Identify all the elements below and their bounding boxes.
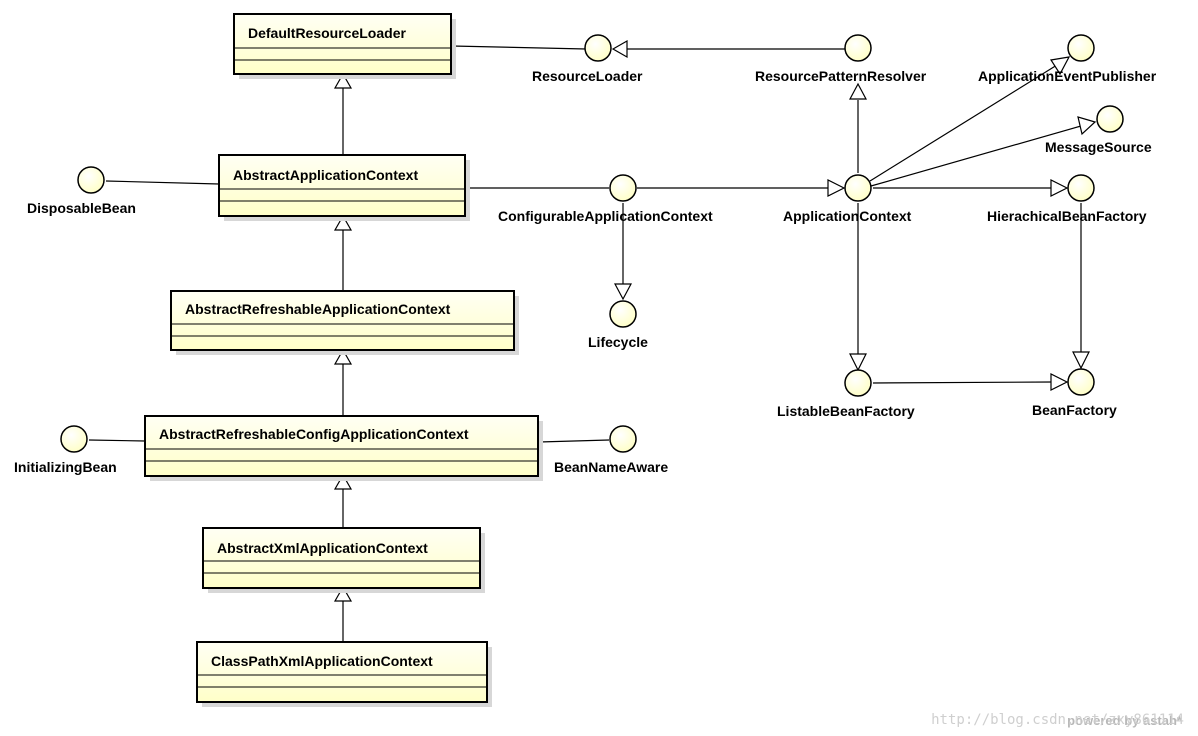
arrowhead-beanfactory-from-listable xyxy=(1050,373,1069,391)
interface-hierachical-bean-factory[interactable]: HierachicalBeanFactory xyxy=(987,174,1147,224)
arrowhead-hierachical xyxy=(1050,179,1069,197)
interface-label: Lifecycle xyxy=(588,334,648,350)
class-default-resource-loader[interactable]: DefaultResourceLoader xyxy=(233,13,456,79)
interface-application-context[interactable]: ApplicationContext xyxy=(783,174,912,224)
interface-label: ListableBeanFactory xyxy=(777,403,915,419)
class-abstract-refreshable-application-context[interactable]: AbstractRefreshableApplicationContext xyxy=(170,290,519,355)
interface-label: ApplicationEventPublisher xyxy=(978,68,1157,84)
interface-label: DisposableBean xyxy=(27,200,136,216)
arrowhead-arac xyxy=(333,348,353,365)
edge-arcac-to-initializingbean xyxy=(88,439,146,442)
arrowhead-beanfactory-from-hierachical xyxy=(1072,351,1090,370)
connectors xyxy=(88,45,1082,642)
interface-label: ResourcePatternResolver xyxy=(755,68,927,84)
interface-label: ApplicationContext xyxy=(783,208,912,224)
class-abstract-refreshable-config-application-context[interactable]: AbstractRefreshableConfigApplicationCont… xyxy=(144,415,543,481)
arrowhead-arcac xyxy=(333,473,353,490)
interface-label: ConfigurableApplicationContext xyxy=(498,208,713,224)
powered-by-label: powered by astah* xyxy=(1067,713,1182,728)
class-class-path-xml-application-context[interactable]: ClassPathXmlApplicationContext xyxy=(196,641,492,707)
interface-label: BeanNameAware xyxy=(554,459,668,475)
class-name: AbstractApplicationContext xyxy=(233,167,418,183)
interface-label: ResourceLoader xyxy=(532,68,643,84)
interface-disposable-bean[interactable]: DisposableBean xyxy=(27,166,136,216)
interface-initializing-bean[interactable]: InitializingBean xyxy=(14,425,117,475)
arrowheads xyxy=(333,39,1097,602)
interface-bean-factory[interactable]: BeanFactory xyxy=(1032,368,1117,418)
interface-lifecycle[interactable]: Lifecycle xyxy=(588,300,648,350)
interface-label: BeanFactory xyxy=(1032,402,1117,418)
edge-drl-to-resourceloader xyxy=(451,45,587,50)
arrowhead-eventpublisher xyxy=(1050,56,1071,76)
interface-bean-name-aware[interactable]: BeanNameAware xyxy=(554,425,668,475)
interface-resource-loader[interactable]: ResourceLoader xyxy=(532,34,643,84)
arrowhead-resourceloader xyxy=(611,39,628,59)
interface-application-event-publisher[interactable]: ApplicationEventPublisher xyxy=(978,34,1157,84)
arrowhead-drl xyxy=(333,72,353,89)
watermark-url: http://blog.csdn.net/zxy861114 xyxy=(931,712,1184,728)
class-abstract-xml-application-context[interactable]: AbstractXmlApplicationContext xyxy=(202,527,485,593)
edge-applicationcontext-to-messagesource xyxy=(870,125,1082,187)
class-name: AbstractRefreshableConfigApplicationCont… xyxy=(159,426,469,442)
class-name: AbstractRefreshableApplicationContext xyxy=(185,301,451,317)
class-name: DefaultResourceLoader xyxy=(248,25,406,41)
class-abstract-application-context[interactable]: AbstractApplicationContext xyxy=(218,154,470,221)
interface-resource-pattern-resolver[interactable]: ResourcePatternResolver xyxy=(755,34,927,84)
edge-arcac-to-beannameaware xyxy=(538,439,610,443)
arrowhead-listable xyxy=(849,353,867,372)
edge-applicationcontext-to-eventpublisher xyxy=(869,64,1058,182)
arrowhead-lifecycle xyxy=(614,283,632,301)
interface-configurable-application-context[interactable]: ConfigurableApplicationContext xyxy=(498,174,713,224)
interface-label: InitializingBean xyxy=(14,459,117,475)
class-name: AbstractXmlApplicationContext xyxy=(217,540,428,556)
arrowhead-messagesource xyxy=(1077,116,1097,136)
edge-aac-to-disposablebean xyxy=(105,180,220,185)
arrowhead-resourcepatternresolver xyxy=(849,82,867,100)
arrowhead-applicationcontext xyxy=(827,179,846,197)
arrowhead-axac xyxy=(333,585,353,602)
interface-listable-bean-factory[interactable]: ListableBeanFactory xyxy=(777,369,915,419)
edge-listable-to-beanfactory xyxy=(872,381,1053,384)
arrowhead-aac xyxy=(333,214,353,231)
interface-message-source[interactable]: MessageSource xyxy=(1045,105,1152,155)
class-name: ClassPathXmlApplicationContext xyxy=(211,653,433,669)
interface-label: MessageSource xyxy=(1045,139,1152,155)
interface-label: HierachicalBeanFactory xyxy=(987,208,1147,224)
